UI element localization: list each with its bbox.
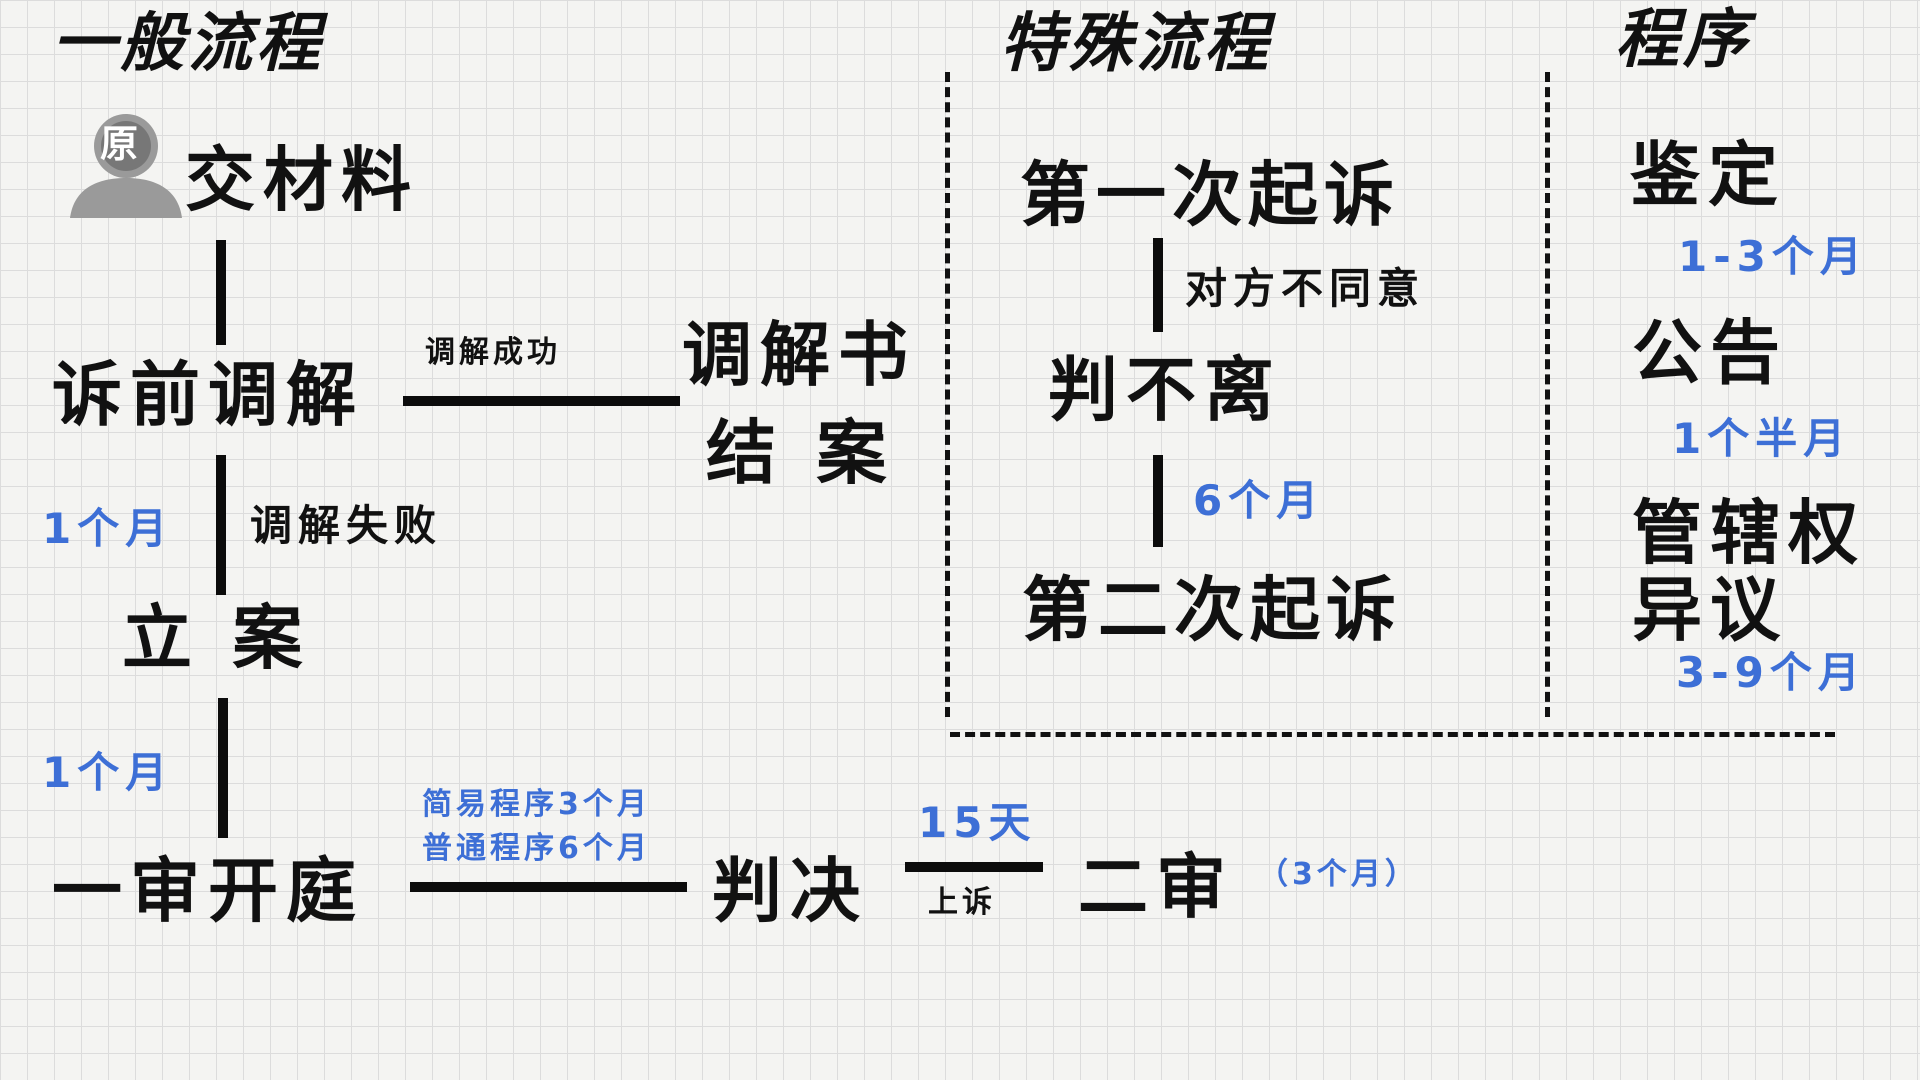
label-second-trial-duration: （3个月） <box>1258 857 1419 892</box>
label-ordinary-procedure: 普通程序6个月 <box>422 831 651 866</box>
plaintiff-label: 原 <box>100 122 139 166</box>
step-judgment: 判决 <box>712 850 868 932</box>
label-mediation-success: 调解成功 <box>425 335 561 370</box>
connector-line <box>216 240 226 345</box>
step-submit-materials: 交材料 <box>185 139 419 221</box>
special-flow-heading: 特殊流程 <box>1000 7 1272 81</box>
connector-line <box>1153 238 1163 332</box>
label-mediation-failed: 调解失败 <box>250 501 443 550</box>
label-other-party-disagrees: 对方不同意 <box>1185 264 1426 313</box>
step-case-closed: 结 案 <box>706 412 895 494</box>
duration-label: 1个月 <box>42 748 174 797</box>
plaintiff-avatar: 原 <box>68 110 184 218</box>
label-simple-procedure: 简易程序3个月 <box>422 787 651 822</box>
step-second-suit: 第二次起诉 <box>1022 569 1402 651</box>
connector-line <box>410 882 687 892</box>
special-flow-right-border <box>1545 72 1550 717</box>
procedure-jurisdiction: 管辖权 <box>1632 492 1866 574</box>
duration-label: 6个月 <box>1193 476 1325 525</box>
connector-line <box>1153 455 1163 547</box>
step-first-trial: 一审开庭 <box>52 850 364 932</box>
step-mediation-document: 调解书 <box>682 314 916 396</box>
general-flow-heading: 一般流程 <box>52 7 324 81</box>
special-flow-bottom-border <box>950 732 1835 737</box>
special-flow-left-border <box>945 72 950 717</box>
step-no-divorce-judgment: 判不离 <box>1048 349 1282 431</box>
procedure-announcement: 公告 <box>1632 312 1788 394</box>
step-pre-litigation-mediation: 诉前调解 <box>52 354 364 436</box>
connector-line <box>403 396 680 406</box>
connector-line <box>216 455 226 595</box>
label-appeal: 上诉 <box>928 885 996 920</box>
person-icon <box>70 114 182 218</box>
label-appeal-days: 15天 <box>918 798 1037 847</box>
duration-label: 1个月 <box>42 504 174 553</box>
procedure-appraisal-duration: 1-3个月 <box>1678 232 1868 281</box>
step-second-trial: 二审 <box>1078 846 1234 928</box>
procedure-heading: 程序 <box>1615 3 1751 77</box>
connector-line <box>905 862 1043 872</box>
step-first-suit: 第一次起诉 <box>1020 154 1400 236</box>
step-filing: 立 案 <box>122 597 311 679</box>
procedure-jurisdiction-duration: 3-9个月 <box>1676 648 1866 697</box>
procedure-appraisal: 鉴定 <box>1630 134 1786 216</box>
procedure-announcement-duration: 1个半月 <box>1672 414 1852 463</box>
connector-line <box>218 698 228 838</box>
procedure-objection: 异议 <box>1632 569 1788 651</box>
